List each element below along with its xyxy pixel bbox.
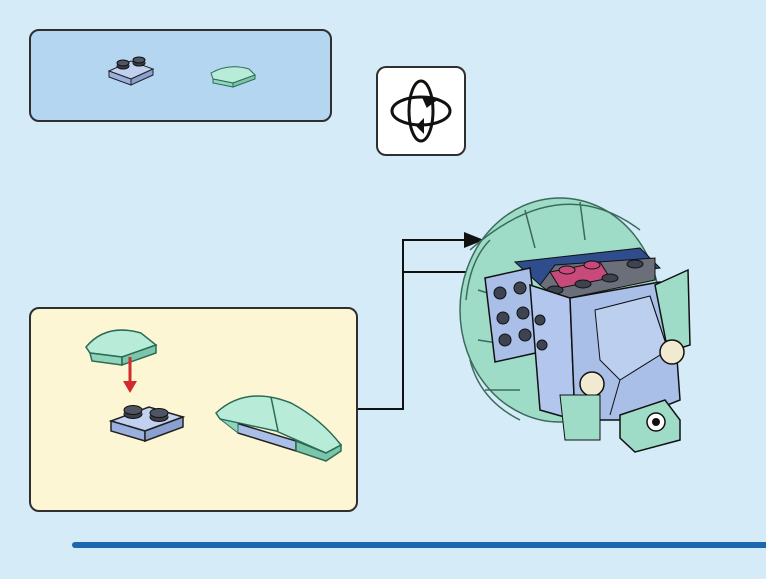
sub-assembly bbox=[31, 309, 360, 514]
combined-sub-assembly bbox=[216, 396, 341, 461]
plate-1x2-light-blue-icon bbox=[111, 406, 183, 442]
curved-slope-trans-green-icon bbox=[86, 330, 156, 365]
page-progress-bar bbox=[72, 542, 766, 548]
sub-assembly-box bbox=[29, 307, 358, 512]
